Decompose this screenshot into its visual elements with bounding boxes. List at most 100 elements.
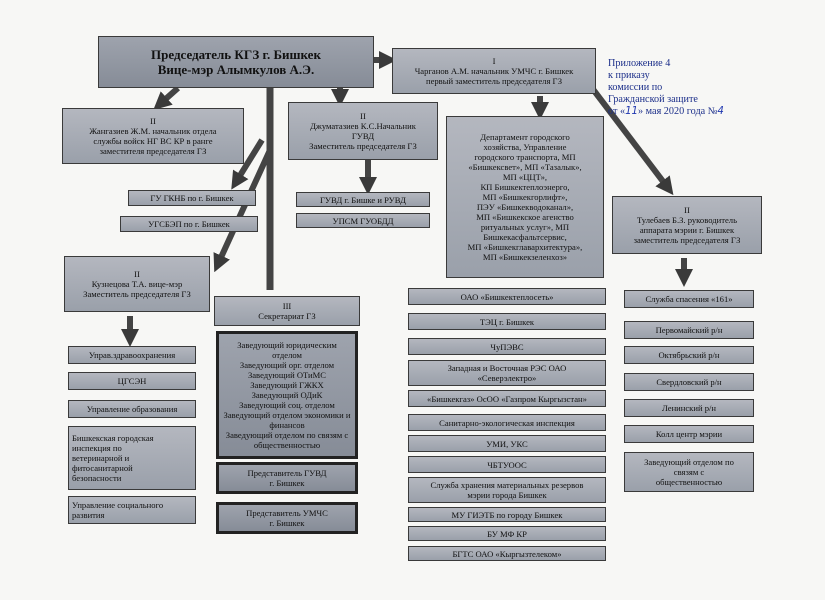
appendix-date-prefix: от «	[608, 106, 626, 117]
mid-item-9: Служба хранения материальных резервов мэ…	[408, 477, 606, 503]
department-line-4: «Бишкексвет», МП «Тазалык»,	[468, 162, 582, 172]
right-item-rescue: Служба спасения «161»	[624, 290, 754, 308]
appendix-line-1: Приложение 4	[608, 58, 671, 69]
deputy1-line-3: первый заместитель председателя ГЗ	[425, 76, 563, 86]
chairman-line-2: Вице-мэр Алымкулов А.Э.	[157, 62, 315, 77]
right-item-oktyabrsky-label: Октябрьский р/н	[658, 350, 720, 360]
right-item-oktyabrsky: Октябрьский р/н	[624, 346, 754, 364]
mid-item-11-label: БУ МФ КР	[487, 528, 527, 539]
left-item-cgsen-label: ЦГСЭН	[117, 376, 147, 386]
left-item-veterinary-line-2: инспекция по	[72, 443, 122, 453]
left-item-veterinary-line-3: ветеринарной и	[72, 453, 130, 463]
department-line-13: МП «Бишкекзеленхоз»	[482, 252, 568, 262]
ugsbep-label: УГСБЭП по г. Бишкек	[148, 219, 230, 229]
mid-item-2: ТЭЦ г. Бишкек	[408, 313, 606, 330]
secretariat-line-2: Секретариат ГЗ	[258, 311, 316, 321]
mid-item-5-label: «Бишкекгаз» ОсОО «Газпром Кыргызстан»	[427, 393, 587, 404]
deputy2-box: II Жангазиев Ж.М. начальник отдела служб…	[62, 108, 244, 164]
department-line-12: МП «Бишкекглавархитектура»,	[467, 242, 583, 252]
appendix-date-mid: » мая 2020 года №	[638, 106, 718, 117]
deputy2-line-3: службы войск НГ ВС КР в ранге	[93, 136, 213, 146]
deputy-tul-box: II Тулебаев Б.З. руководитель аппарата м…	[612, 196, 762, 254]
deputy-guvd-line-1: II	[360, 111, 366, 121]
appendix-date: от «11» мая 2020 года №4	[608, 106, 768, 118]
right-item-leninsky: Ленинский р/н	[624, 399, 754, 417]
right-item-pervomaisky-label: Первомайский р/н	[655, 325, 723, 335]
department-line-5: МП «ЦЦТ»,	[502, 172, 548, 182]
left-item-social-line-2: развития	[72, 510, 105, 520]
mid-item-8: ЧБТУООС	[408, 456, 606, 473]
deputy2-line-4: заместителя председателя ГЗ	[99, 146, 207, 156]
right-item-leninsky-label: Ленинский р/н	[661, 403, 716, 413]
mid-item-10-label: МУ ГИЭТБ по городу Бишкек	[451, 509, 563, 520]
department-line-6: КП Бишкектеплоэнерго,	[480, 182, 570, 192]
appendix-note: Приложение 4 к приказу комиссии по Гражд…	[608, 58, 768, 118]
department-line-11: Бишкекасфальтсервис,	[483, 232, 567, 242]
department-line-7: МП «Бишкекгорлифт»,	[482, 192, 568, 202]
sec-heads-line-9: Заведующий отделом по связям с	[225, 430, 349, 440]
department-box: Департамент городского хозяйства, Управл…	[446, 116, 604, 278]
sec-heads-line-8: финансов	[269, 420, 305, 430]
sec-heads-line-6: Заведующий соц. отделом	[239, 400, 335, 410]
appendix-day: 11	[625, 106, 639, 117]
upsm-label: УПСМ ГУОБДД	[332, 215, 394, 226]
chairman-box: Председатель КГЗ г. Бишкек Вице-мэр Алым…	[98, 36, 374, 88]
sec-umchs-line-1: Представитель УМЧС	[246, 508, 328, 518]
mid-item-10: МУ ГИЭТБ по городу Бишкек	[408, 507, 606, 522]
arrow-chair-to-gkgnb	[231, 138, 265, 190]
mid-item-1: ОАО «Бишкектеплосеть»	[408, 288, 606, 305]
mid-item-1-label: ОАО «Бишкектеплосеть»	[460, 291, 554, 302]
deputy-kuz-line-1: II	[134, 269, 140, 279]
mid-item-5: «Бишкекгаз» ОсОО «Газпром Кыргызстан»	[408, 390, 606, 407]
sec-guvd-box: Представитель ГУВД г. Бишкек	[216, 462, 358, 494]
appendix-number: 4	[717, 106, 724, 117]
guvd-rovd-label: ГУВД г. Бишке и РУВД	[319, 194, 407, 205]
deputy-kuz-line-2: Кузнецова Т.А. вице-мэр	[91, 279, 183, 289]
appendix-line-2: к приказу	[608, 70, 650, 81]
appendix-line-3: комиссии по	[608, 82, 663, 93]
mid-item-9-line-2: мэрии города Бишкек	[467, 490, 547, 500]
gkgnb-label: ГУ ГКНБ по г. Бишкек	[150, 193, 234, 203]
sec-heads-line-4: Заведующий ГЖКХ	[250, 380, 324, 390]
arrow-deputy1-to-tul	[589, 86, 674, 196]
chairman-line-1: Председатель КГЗ г. Бишкек	[151, 47, 321, 62]
left-item-veterinary-line-1: Бишкекская городская	[72, 433, 154, 443]
left-item-veterinary-line-5: безопасности	[72, 473, 122, 483]
mid-item-11: БУ МФ КР	[408, 526, 606, 541]
sec-heads-line-5: Заведующий ОДиК	[251, 390, 323, 400]
left-item-veterinary: Бишкекская городская инспекция по ветери…	[68, 426, 196, 490]
arrow-chair-to-kuz	[213, 148, 273, 273]
left-item-health-label: Управ.здравоохранения	[88, 350, 176, 360]
mid-item-4: Западная и Восточная РЭС ОАО «Северэлект…	[408, 360, 606, 386]
deputy2-line-1: II	[150, 116, 156, 126]
arrow-chair-to-deputy2	[153, 85, 180, 110]
mid-item-7-label: УМИ, УКС	[486, 438, 528, 449]
mid-item-12: БГТС ОАО «Кыргызтелеком»	[408, 546, 606, 561]
deputy-tul-line-3: аппарата мэрии г. Бишкек	[639, 225, 735, 235]
left-item-health: Управ.здравоохранения	[68, 346, 196, 364]
mid-item-4-line-1: Западная и Восточная РЭС ОАО	[447, 363, 567, 373]
left-item-education: Управление образования	[68, 400, 196, 418]
department-line-10: ритуальных услуг», МП	[480, 222, 570, 232]
mid-item-4-line-2: «Северэлектро»	[477, 373, 537, 383]
sec-heads-box: Заведующий юридическим отделом Заведующи…	[216, 331, 358, 459]
mid-item-12-label: БГТС ОАО «Кыргызтелеком»	[452, 548, 562, 559]
ugsbep-box: УГСБЭП по г. Бишкек	[120, 216, 258, 232]
right-item-pr-line-1: Заведующий отделом по	[644, 457, 734, 467]
deputy2-line-2: Жангазиев Ж.М. начальник отдела	[89, 126, 217, 136]
mid-item-6-label: Санитарно-экологическая инспекция	[439, 417, 575, 428]
right-item-sverdlovsky: Свердловский р/н	[624, 373, 754, 391]
sec-heads-line-1: Заведующий юридическим отделом	[237, 340, 337, 360]
sec-heads-line-10: общественностью	[253, 440, 321, 450]
deputy-tul-line-2: Тулебаев Б.З. руководитель	[636, 215, 738, 225]
gkgnb-box: ГУ ГКНБ по г. Бишкек	[128, 190, 256, 206]
sec-heads-line-3: Заведующий ОТиМС	[247, 370, 327, 380]
sec-guvd-line-2: г. Бишкек	[269, 478, 305, 488]
department-line-2: хозяйства, Управление	[483, 142, 567, 152]
deputy1-line-1: I	[492, 56, 496, 66]
sec-umchs-line-2: г. Бишкек	[269, 518, 305, 528]
deputy-tul-line-4: заместитель председателя ГЗ	[633, 235, 741, 245]
right-item-callcenter: Колл центр мэрии	[624, 425, 754, 443]
left-item-social: Управление социального развития	[68, 496, 196, 524]
